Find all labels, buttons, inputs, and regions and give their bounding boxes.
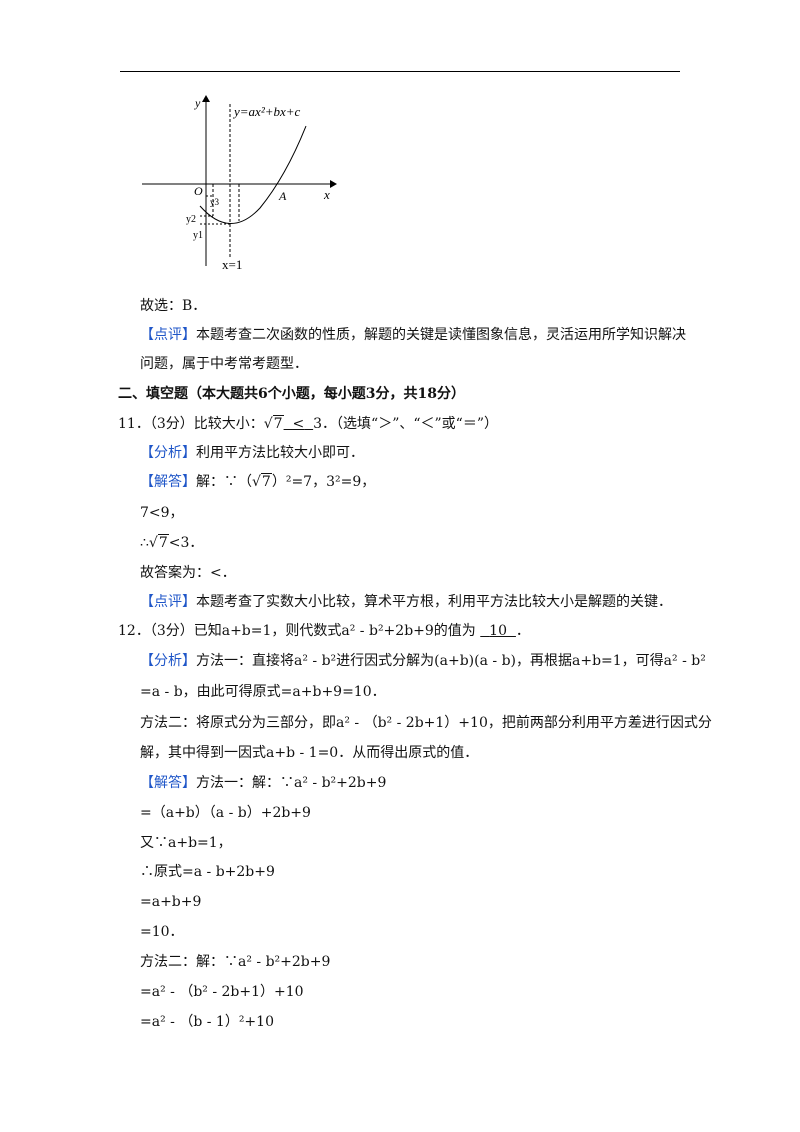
- solution-11-line-3: ∴√7<3．: [140, 533, 203, 553]
- label-y1: y1: [193, 230, 203, 241]
- solution-12-line-9: =a² - （b - 1）²+10: [140, 1014, 274, 1030]
- comment-tag: 【点评】: [140, 327, 196, 343]
- analysis-12-line-4: 解，其中得到一因式a+b - 1=0．从而得出原式的值．: [140, 745, 479, 761]
- question-12: 12．（3分）已知a+b=1，则代数式a² - b²+2b+9的值为 10 ．: [118, 621, 530, 641]
- analysis-11: 【分析】利用平方法比较大小即可．: [140, 443, 364, 463]
- analysis-12-line-3: 方法二：将原式分为三部分，即a² - （b² - 2b+1）+10，把前两部分利…: [140, 715, 712, 731]
- q11-prefix: 11．（3分）比较大小：: [118, 416, 264, 432]
- section-heading: 二、填空题（本大题共6个小题，每小题3分，共18分）: [118, 386, 465, 402]
- solution-12-line-1: 【解答】方法一：解：∵a² - b²+2b+9: [140, 773, 386, 793]
- analysis-12-line-2: =a - b，由此可得原式=a+b+9=10．: [140, 684, 386, 700]
- solution-12-text-1: 方法一：解：∵a² - b²+2b+9: [196, 775, 387, 791]
- x-axis-arrow: [330, 180, 337, 188]
- label-y2: y2: [186, 214, 196, 225]
- solution-tag: 【解答】: [140, 474, 196, 490]
- q11-suffix: 3．（选填“＞”、“＜”或“＝”）: [313, 416, 498, 432]
- therefore-symbol: ∴: [140, 535, 149, 551]
- solution-12-line-8: =a² - （b² - 2b+1）+10: [140, 984, 304, 1000]
- label-y-axis: y: [194, 96, 201, 110]
- label-func: y=ax²+bx+c: [232, 104, 301, 119]
- parabola-curve: [199, 125, 307, 224]
- solution-12-line-7: 方法二：解：∵a² - b²+2b+9: [140, 954, 331, 970]
- solution-12-line-4: ∴原式=a - b+2b+9: [140, 864, 275, 880]
- q12-prefix: 12．（3分）已知a+b=1，则代数式a² - b²+2b+9的值为: [118, 623, 476, 639]
- analysis-tag: 【分析】: [140, 445, 196, 461]
- q11-answer: <: [292, 416, 305, 432]
- solution-11-line-1: 【解答】解：∵（√7）²=7，3²=9，: [140, 472, 375, 492]
- comment-11-tag: 【点评】: [140, 594, 196, 610]
- solution-suffix: ）²=7，3²=9，: [271, 474, 376, 490]
- therefore-sqrt: √7: [148, 534, 169, 551]
- q12-answer-blank: 10: [480, 623, 516, 639]
- comment-line-1: 【点评】本题考查二次函数的性质，解题的关键是读懂图象信息，灵活运用所学知识解决: [140, 325, 686, 345]
- q12-suffix: ．: [515, 623, 530, 639]
- y-axis-arrow: [202, 95, 210, 102]
- parabola-figure: y=ax²+bx+c y x O A y3 y2 y1 x=1: [142, 95, 337, 272]
- comment-11-text: 本题考查了实数大小比较，算术平方根，利用平方法比较大小是解题的关键．: [196, 594, 672, 610]
- question-11: 11．（3分）比较大小：√7 < 3．（选填“＞”、“＜”或“＝”）: [118, 414, 498, 434]
- analysis-12-text-1: 方法一：直接将a² - b²进行因式分解为(a+b)(a - b)，再根据a+b…: [196, 653, 706, 669]
- q11-radicand: 7: [272, 415, 284, 432]
- analysis-text: 利用平方法比较大小即可．: [196, 445, 364, 461]
- label-y3: y3: [210, 197, 220, 207]
- comment-text: 本题考查二次函数的性质，解题的关键是读懂图象信息，灵活运用所学知识解决: [196, 327, 686, 343]
- q11-answer-blank: <: [284, 416, 314, 432]
- q11-sqrt: √7: [263, 415, 284, 432]
- solution-11-answer: 故答案为：<．: [140, 565, 236, 581]
- therefore-suffix: <3．: [168, 535, 204, 551]
- solution-prefix: 解：∵（: [196, 474, 252, 490]
- therefore-radicand: 7: [157, 534, 169, 551]
- label-x-equals-1: x=1: [222, 257, 242, 272]
- solution-radicand: 7: [260, 473, 272, 490]
- solution-12-tag: 【解答】: [140, 775, 196, 791]
- q12-answer: 10: [489, 623, 507, 639]
- solution-11-line-2: 7<9，: [140, 505, 184, 521]
- analysis-12-line-1: 【分析】方法一：直接将a² - b²进行因式分解为(a+b)(a - b)，再根…: [140, 651, 706, 671]
- answer-choice: 故选：B．: [140, 298, 207, 314]
- label-x-axis: x: [323, 187, 330, 202]
- solution-12-line-3: 又∵a+b=1，: [140, 835, 232, 851]
- analysis-12-tag: 【分析】: [140, 653, 196, 669]
- solution-12-line-5: =a+b+9: [140, 894, 202, 910]
- solution-12-line-2: =（a+b）（a - b）+2b+9: [140, 805, 311, 821]
- label-origin: O: [194, 184, 203, 198]
- comment-line-2: 问题，属于中考常考题型．: [140, 356, 308, 372]
- header-rule: [120, 71, 680, 72]
- solution-12-line-6: =10．: [140, 924, 184, 940]
- label-point-a: A: [278, 189, 287, 203]
- comment-11: 【点评】本题考查了实数大小比较，算术平方根，利用平方法比较大小是解题的关键．: [140, 592, 672, 612]
- solution-sqrt: √7: [252, 473, 272, 490]
